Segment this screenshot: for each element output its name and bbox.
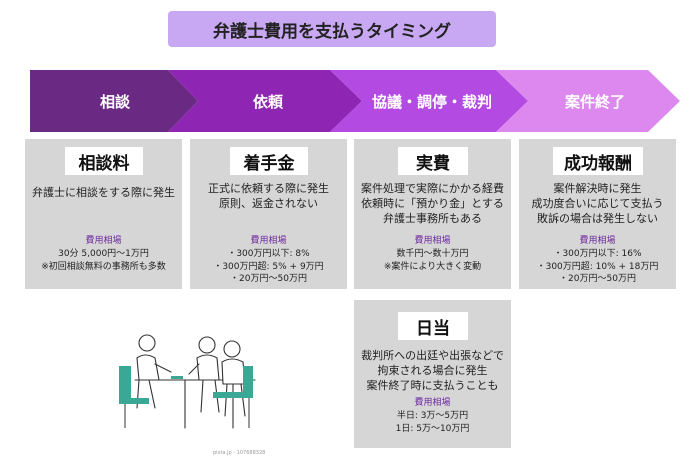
consultation-illustration: [119, 334, 256, 429]
fee-list: ・300万円以下: 16% ・300万円超: 10% + 18万円 ・20万円〜…: [536, 249, 659, 284]
card-consultation-fee: 相談料 弁護士に相談をする際に発生 費用相場 30分 5,000円〜1万円 ※初…: [25, 139, 182, 289]
card-actual-expenses: 実費 案件処理で実際にかかる経費 依頼時に「預かり金」とする 弁護士事務所もある…: [354, 139, 511, 289]
card-description: 案件処理で実際にかかる経費 依頼時に「預かり金」とする 弁護士事務所もある: [361, 182, 504, 225]
step-end: 案件終了: [564, 92, 625, 111]
step-arrow-trial: [330, 70, 528, 132]
step-request: 依頼: [252, 92, 283, 111]
fee-list: 半日: 3万〜5万円 1日: 5万〜10万円: [395, 411, 470, 434]
card-title: 日当: [398, 312, 468, 340]
fee-list: 30分 5,000円〜1万円 ※初回相談無料の事務所も多数: [41, 249, 166, 272]
fee-label: 費用相場: [579, 236, 616, 246]
person-right-head: [223, 340, 241, 358]
card-title: 相談料: [65, 147, 143, 175]
card-title: 成功報酬: [553, 147, 643, 175]
step-arrow-end: [496, 70, 680, 132]
card-retainer-fee: 着手金 正式に依頼する際に発生 原則、返金されない 費用相場 ・300万円以下:…: [190, 139, 347, 289]
fee-list: ・300万円以下: 8% ・300万円超: 5% + 9万円 ・20万円〜50万…: [213, 249, 324, 284]
card-daily-allowance: 日当 裁判所への出廷や出張などで 拘束される場合に発生 案件終了時に支払うことも…: [354, 300, 511, 448]
card-description: 正式に依頼する際に発生 原則、返金されない: [208, 182, 329, 210]
person-left-head: [138, 334, 156, 352]
person-middle-head: [198, 336, 216, 354]
step-arrow-consult: [30, 70, 198, 132]
card-description: 弁護士に相談をする際に発生: [32, 186, 175, 199]
fee-label: 費用相場: [85, 236, 122, 246]
step-consult: 相談: [99, 92, 130, 111]
fee-label: 費用相場: [414, 236, 451, 246]
timeline-flow: 相談 依頼 協議・調停・裁判 案件終了: [0, 70, 700, 132]
card-title: 着手金: [230, 147, 308, 175]
card-description: 案件解決時に発生 成功度合いに応じて支払う 敗訴の場合は発生しない: [531, 182, 664, 225]
step-trial: 協議・調停・裁判: [371, 92, 492, 111]
card-description: 裁判所への出廷や出張などで 拘束される場合に発生 案件終了時に支払うことも: [361, 349, 504, 392]
chair-right: [213, 392, 245, 398]
fee-label: 費用相場: [414, 398, 451, 408]
fee-list: 数千円〜数十万円 ※案件により大きく変動: [383, 249, 482, 272]
fee-label: 費用相場: [250, 236, 287, 246]
step-arrow-request: [168, 70, 362, 132]
page-title: 弁護士費用を支払うタイミング: [168, 11, 496, 47]
image-credit: pixta.jp - 107688328: [213, 450, 266, 456]
document: [171, 376, 183, 379]
card-title: 実費: [398, 147, 468, 175]
card-success-fee: 成功報酬 案件解決時に発生 成功度合いに応じて支払う 敗訴の場合は発生しない 費…: [519, 139, 676, 289]
timeline-arrows: [30, 70, 680, 132]
chair-left: [119, 366, 131, 402]
